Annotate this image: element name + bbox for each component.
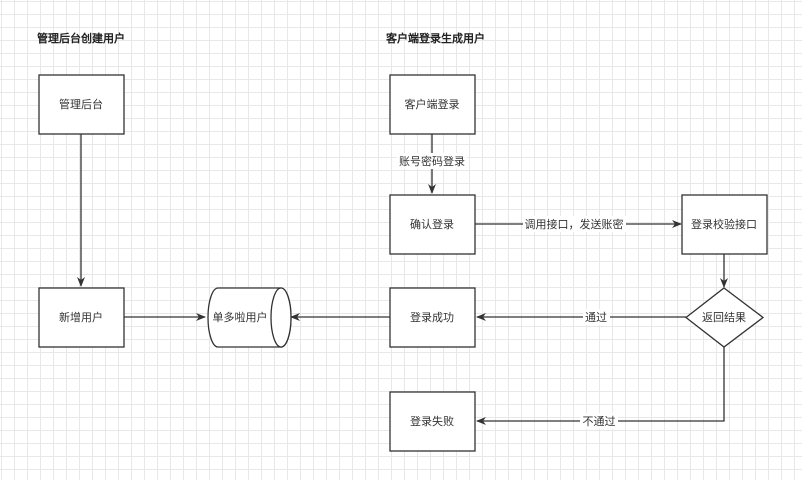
- edge-result-to-success[interactable]: 通过: [476, 309, 686, 325]
- node-label: 确认登录: [410, 217, 454, 231]
- edge-label-bg: [523, 216, 626, 232]
- edge-label-bg: [583, 309, 610, 325]
- edge-label-account-password-login: 账号密码登录: [399, 154, 465, 168]
- node-login-success[interactable]: 登录成功: [389, 287, 476, 348]
- edge-client-login-to-confirm[interactable]: 账号密码登录: [397, 134, 467, 194]
- section-title-client: 客户端登录生成用户: [385, 31, 485, 45]
- node-label: 登录成功: [410, 310, 454, 324]
- section-title-admin: 管理后台创建用户: [37, 31, 125, 45]
- edge-label-pass: 通过: [585, 311, 607, 324]
- edge-label-fail: 不通过: [583, 415, 616, 428]
- node-add-user[interactable]: 新增用户: [38, 287, 125, 348]
- node-label: 单多啦用户: [213, 310, 268, 324]
- node-label: 新增用户: [59, 310, 103, 324]
- node-admin-console[interactable]: 管理后台: [38, 74, 125, 135]
- edge-result-to-fail[interactable]: 不通过: [476, 347, 725, 429]
- node-label: 登录失败: [410, 414, 454, 428]
- node-result-decision[interactable]: 返回结果: [684, 287, 765, 348]
- node-label: 返回结果: [702, 311, 746, 324]
- node-login-fail[interactable]: 登录失败: [389, 391, 476, 452]
- node-label: 管理后台: [59, 97, 103, 111]
- node-label: 客户端登录: [405, 97, 460, 111]
- edge-label-bg: [580, 413, 618, 429]
- node-confirm-login[interactable]: 确认登录: [389, 194, 476, 255]
- edge-label-call-api: 调用接口，发送账密: [525, 217, 624, 231]
- edge-confirm-to-verify-api[interactable]: 调用接口，发送账密: [475, 216, 682, 232]
- node-verify-api[interactable]: 登录校验接口: [681, 194, 768, 255]
- node-user-db[interactable]: 单多啦用户: [207, 287, 292, 348]
- node-label: 登录校验接口: [691, 217, 757, 231]
- edge-label-bg: [397, 153, 467, 169]
- node-client-login[interactable]: 客户端登录: [389, 74, 476, 135]
